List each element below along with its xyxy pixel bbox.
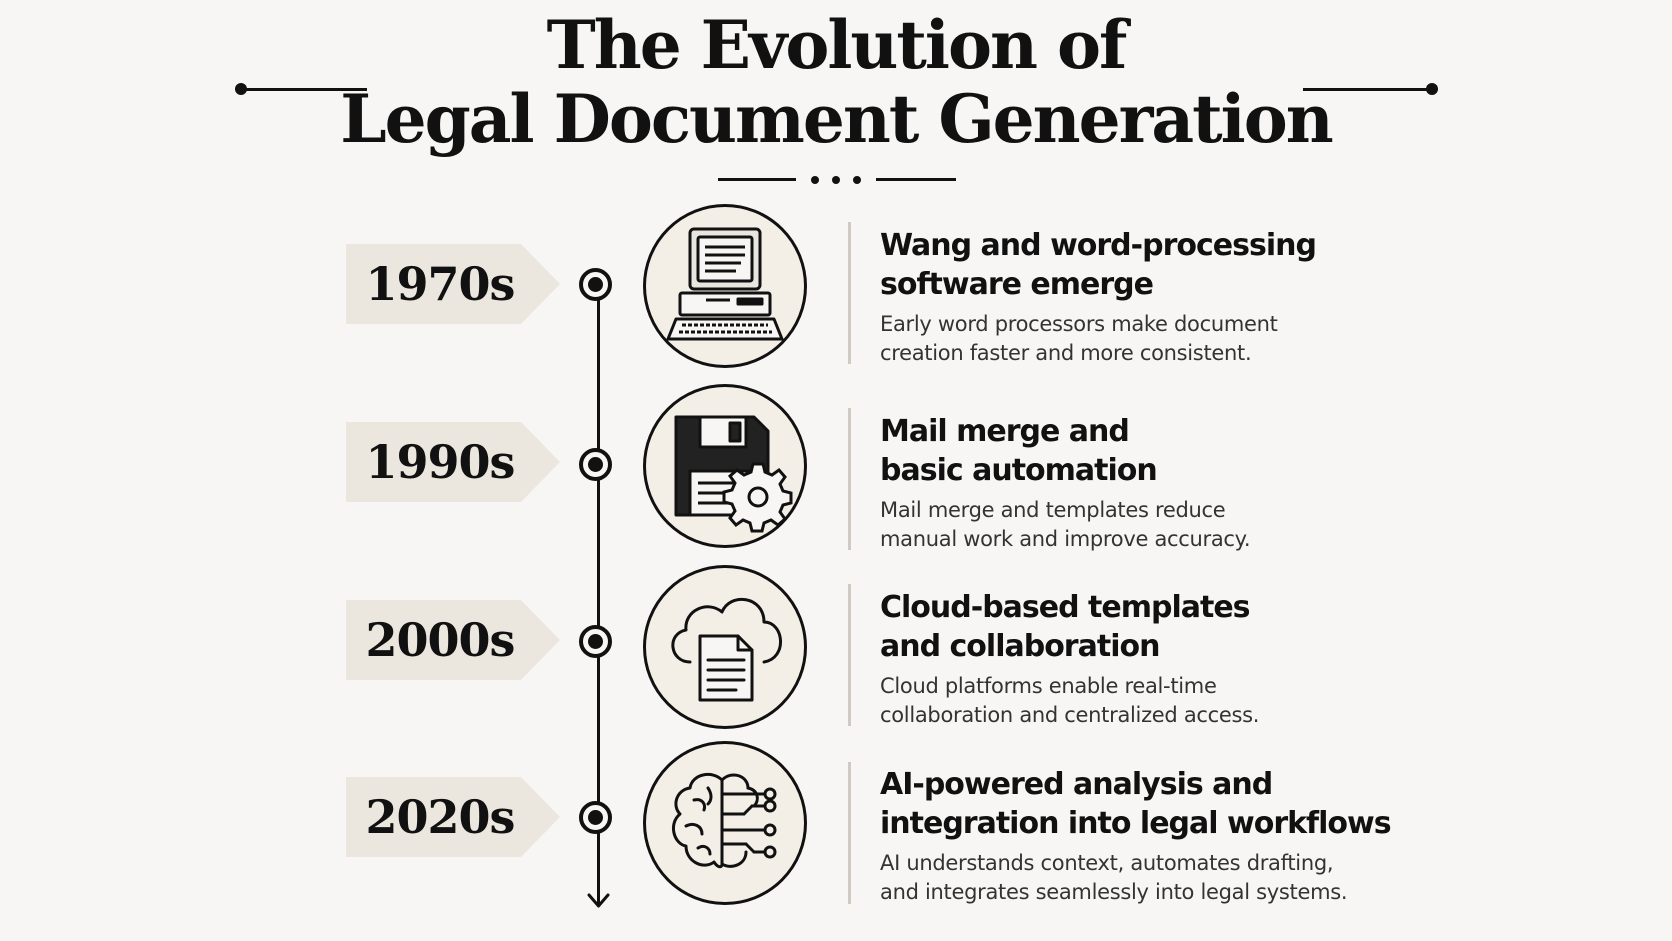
title-rule-right — [1303, 88, 1431, 91]
entry-description-line-1: Early word processors make document — [880, 312, 1278, 336]
era-label: 2020s — [365, 790, 516, 844]
page-title-line-2: Legal Document Generation — [340, 80, 1334, 158]
timeline-node — [579, 625, 612, 658]
entry-heading: Cloud-based templates and collaboration — [880, 588, 1360, 666]
era-label: 1990s — [365, 435, 516, 489]
icon-badge — [643, 384, 807, 548]
entry-heading-line-1: Cloud-based templates — [880, 590, 1251, 625]
entry-heading: AI-powered analysis and integration into… — [880, 765, 1392, 843]
entry-description-line-2: and integrates seamlessly into legal sys… — [880, 880, 1348, 904]
era-tag-2000s: 2000s — [346, 600, 560, 680]
page-title: The Evolution of Legal Document Generati… — [0, 8, 1672, 156]
entry-description: Cloud platforms enable real-time collabo… — [880, 672, 1360, 730]
entry-divider — [848, 762, 851, 904]
entry-heading: Mail merge and basic automation — [880, 412, 1360, 490]
floppy-disk-gear-icon — [674, 415, 793, 533]
entry-description: Mail merge and templates reduce manual w… — [880, 496, 1360, 554]
icon-badge — [643, 565, 807, 729]
entry-heading-line-1: Wang and word-processing — [880, 228, 1317, 263]
computer-terminal-icon — [666, 227, 784, 341]
entry-description-line-1: Cloud platforms enable real-time — [880, 674, 1217, 698]
title-rule-left — [241, 88, 367, 91]
timeline-line — [597, 285, 600, 905]
subtitle-dot — [832, 176, 840, 184]
arrow-down-icon — [587, 893, 610, 908]
era-label: 1970s — [365, 257, 516, 311]
entry-description-line-1: AI understands context, automates drafti… — [880, 851, 1334, 875]
entry-description: Early word processors make document crea… — [880, 310, 1360, 368]
entry-description-line-2: collaboration and centralized access. — [880, 703, 1260, 727]
timeline-entry-2000s: Cloud-based templates and collaboration … — [880, 588, 1360, 730]
entry-heading-line-1: AI-powered analysis and — [880, 767, 1273, 802]
entry-heading: Wang and word-processing software emerge — [880, 226, 1360, 304]
timeline-node — [579, 448, 612, 481]
timeline-entry-2020s: AI-powered analysis and integration into… — [880, 765, 1392, 907]
entry-description-line-2: manual work and improve accuracy. — [880, 527, 1251, 551]
era-tag-1990s: 1990s — [346, 422, 560, 502]
subtitle-dot — [811, 176, 819, 184]
entry-divider — [848, 408, 851, 550]
subtitle-dot — [853, 176, 861, 184]
subtitle-rule-left — [718, 178, 796, 181]
entry-heading-line-2: basic automation — [880, 453, 1158, 488]
entry-heading-line-2: integration into legal workflows — [880, 806, 1392, 841]
icon-badge — [643, 204, 807, 368]
entry-description: AI understands context, automates drafti… — [880, 849, 1360, 907]
entry-heading-line-2: software emerge — [880, 267, 1154, 302]
entry-divider — [848, 222, 851, 364]
cloud-document-icon — [671, 597, 782, 702]
ai-brain-circuit-icon — [671, 772, 777, 869]
era-label: 2000s — [365, 613, 516, 667]
icon-badge — [643, 741, 807, 905]
title-rule-right-dot — [1426, 83, 1438, 95]
era-tag-1970s: 1970s — [346, 244, 560, 324]
entry-heading-line-1: Mail merge and — [880, 414, 1130, 449]
entry-description-line-2: creation faster and more consistent. — [880, 341, 1252, 365]
entry-heading-line-2: and collaboration — [880, 629, 1160, 664]
timeline-entry-1970s: Wang and word-processing software emerge… — [880, 226, 1360, 368]
page-title-line-1: The Evolution of — [546, 6, 1128, 84]
timeline-node — [579, 268, 612, 301]
era-tag-2020s: 2020s — [346, 777, 560, 857]
entry-divider — [848, 584, 851, 726]
subtitle-rule-right — [876, 178, 956, 181]
entry-description-line-1: Mail merge and templates reduce — [880, 498, 1226, 522]
timeline-node — [579, 801, 612, 834]
timeline-entry-1990s: Mail merge and basic automation Mail mer… — [880, 412, 1360, 554]
